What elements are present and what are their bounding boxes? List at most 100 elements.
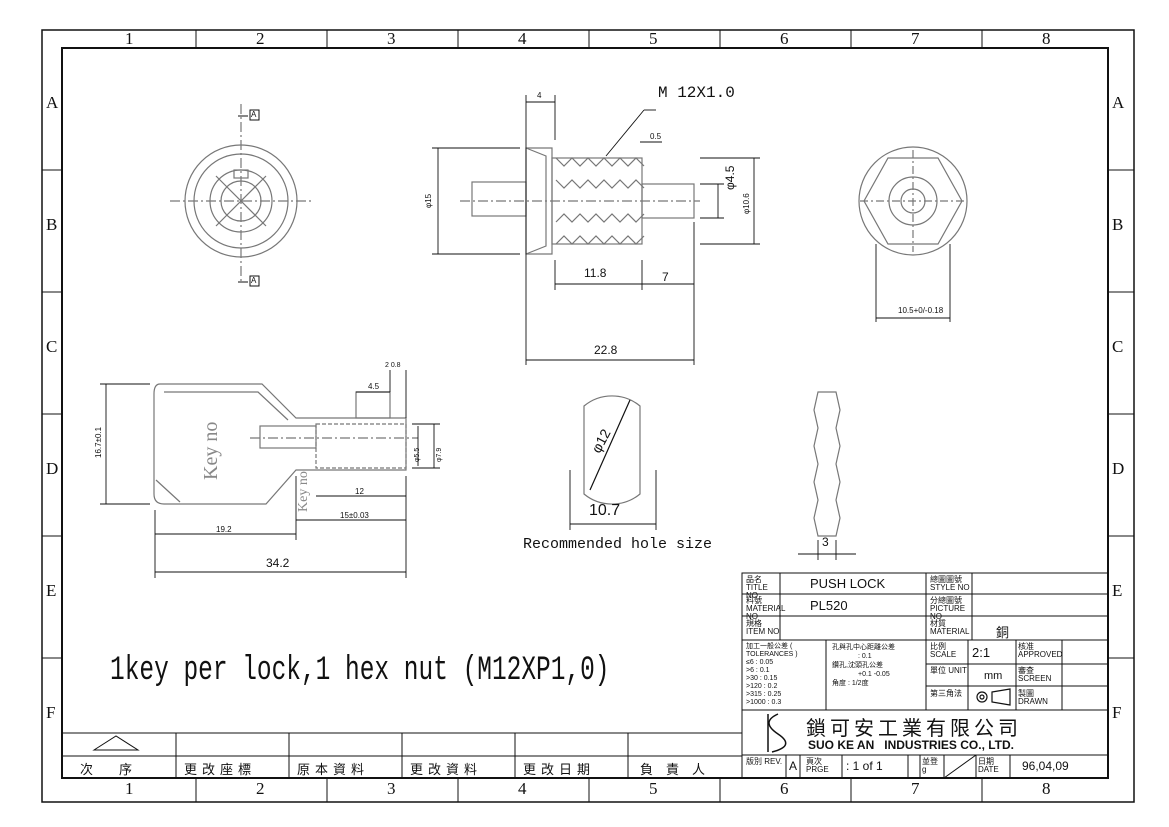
page-value: : 1 of 1 bbox=[846, 759, 883, 773]
hex-dim-3: 3 bbox=[822, 535, 829, 549]
outer-frame bbox=[41, 29, 1135, 803]
col-marker-2-bottom: 2 bbox=[256, 779, 265, 798]
dim-22-8: 22.8 bbox=[594, 343, 618, 357]
material-label: 材質 MATERIAL bbox=[930, 619, 970, 636]
row-marker-b: B bbox=[46, 215, 58, 234]
col-marker-4: 4 bbox=[518, 29, 527, 48]
unit-value: mm bbox=[984, 670, 1003, 682]
dim-phi-10-6: φ10.6 bbox=[742, 193, 751, 214]
title-block-grid bbox=[741, 572, 1109, 779]
side-view bbox=[460, 147, 700, 255]
bore-tol-title: 鑽孔,沈頭孔公差 bbox=[832, 662, 883, 669]
side-dims bbox=[432, 95, 760, 365]
col-marker-3: 3 bbox=[387, 29, 396, 48]
key-dim-16-7: 16.7±0.1 bbox=[94, 426, 103, 458]
row-ticks bbox=[42, 169, 1134, 659]
section-a-bottom: A bbox=[251, 276, 257, 285]
material-value: 銅 bbox=[996, 625, 1010, 640]
approved-label: 核准 APPROVED bbox=[1018, 642, 1063, 659]
row-marker-d-right: D bbox=[1112, 459, 1125, 478]
hex-nut-view bbox=[813, 391, 841, 537]
rev-header-date: 更改日期 bbox=[523, 762, 596, 777]
end-view bbox=[858, 146, 968, 256]
company-name-cn: 鎖可安工業有限公司 bbox=[806, 716, 1022, 740]
dim-phi-4-5: φ4.5 bbox=[723, 165, 737, 190]
row-marker-b-right: B bbox=[1112, 215, 1124, 234]
key-dim-phi-5-5: φ5.5 bbox=[414, 447, 421, 462]
tolerance-row: >30 : 0.15 bbox=[746, 675, 778, 682]
date-value: 96,04,09 bbox=[1022, 759, 1069, 773]
rev-label: 版別 REV. bbox=[746, 757, 783, 766]
projection-symbol-icon bbox=[976, 688, 1011, 706]
scale-label: 比例 SCALE bbox=[930, 642, 957, 659]
page-label: 頁次 PRGE bbox=[806, 757, 829, 774]
tolerance-title: 加工一般公差 ( TOLERANCES ) bbox=[746, 643, 798, 658]
tolerance-block: 加工一般公差 ( TOLERANCES ) ≤6 : 0.05 >6 : 0.1… bbox=[746, 643, 826, 707]
end-dims bbox=[875, 244, 951, 322]
row-marker-a-right: A bbox=[1112, 93, 1125, 112]
section-a-top: A bbox=[251, 110, 257, 119]
inner-frame bbox=[61, 47, 1109, 779]
package-note: 1key per lock,1 hex nut (M12XP1,0) bbox=[110, 652, 610, 690]
col-marker-6-bottom: 6 bbox=[780, 779, 789, 798]
col-marker-6: 6 bbox=[780, 29, 789, 48]
drawn-label: 製圖 DRAWN bbox=[1018, 689, 1048, 706]
company-logo-icon bbox=[767, 713, 787, 753]
hole-caption: Recommended hole size bbox=[523, 536, 713, 553]
hole-dim-10-7: 10.7 bbox=[589, 502, 621, 519]
key-dims bbox=[100, 370, 440, 578]
row-marker-a: A bbox=[46, 93, 59, 112]
row-marker-c-right: C bbox=[1112, 337, 1124, 356]
col-marker-7: 7 bbox=[911, 29, 920, 48]
hole-tol-value: : 0.1 bbox=[858, 653, 872, 660]
hole-tol-title: 孔與孔中心距離公差 bbox=[832, 644, 895, 651]
key-dim-12: 12 bbox=[355, 487, 364, 496]
col-marker-2: 2 bbox=[256, 29, 265, 48]
dim-11-8: 11.8 bbox=[584, 266, 607, 280]
thread-label: M 12X1.0 bbox=[658, 84, 735, 102]
rev-header-original: 原本資料 bbox=[297, 762, 370, 777]
material-no-label: 料號 MATERIAL NO bbox=[746, 596, 786, 621]
dim-7: 7 bbox=[662, 270, 669, 284]
row-marker-e: E bbox=[46, 581, 57, 600]
row-marker-f-right: F bbox=[1112, 703, 1122, 722]
angle-tol: 角度 : 1/2度 bbox=[832, 680, 869, 687]
picture-label: 分總圖號 PICTURE NO bbox=[930, 596, 966, 621]
key-engraving-text: Key no bbox=[200, 421, 222, 480]
hex-dims bbox=[798, 540, 856, 560]
tolerance-row: >6 : 0.1 bbox=[746, 667, 770, 674]
dim-4: 4 bbox=[537, 91, 542, 100]
screen-label: 審查 SCREEN bbox=[1018, 666, 1052, 683]
tolerance-row: >120 : 0.2 bbox=[746, 683, 778, 690]
key-engraving-text-2: Key no bbox=[296, 471, 311, 512]
item-label: 規格 ITEM NO bbox=[746, 619, 780, 636]
tolerance-row: ≤6 : 0.05 bbox=[746, 659, 774, 666]
key-dim-4-5: 4.5 bbox=[368, 382, 380, 391]
col-marker-4-bottom: 4 bbox=[518, 779, 527, 798]
dim-0-5: 0.5 bbox=[650, 132, 662, 141]
key-view bbox=[153, 383, 418, 505]
g-label: 並登 g bbox=[922, 757, 938, 774]
row-marker-e-right: E bbox=[1112, 581, 1123, 600]
bore-tol-value: +0.1 -0.05 bbox=[858, 671, 890, 678]
tolerance-row: >315 : 0.25 bbox=[746, 691, 782, 698]
title-label: 品名 TITLE NO bbox=[746, 575, 768, 600]
hole-dims bbox=[569, 470, 657, 530]
key-dim-phi-7-9: φ7.9 bbox=[436, 447, 443, 462]
row-marker-d: D bbox=[46, 459, 59, 478]
unit-label: 單位 UNIT bbox=[930, 666, 967, 675]
row-marker-f: F bbox=[46, 703, 56, 722]
key-dim-19-2: 19.2 bbox=[216, 525, 232, 534]
key-dim-34-2: 34.2 bbox=[266, 556, 290, 570]
tolerance-row: >1000 : 0.3 bbox=[746, 699, 782, 706]
col-marker-1-bottom: 1 bbox=[125, 779, 134, 798]
rev-value: A bbox=[789, 759, 798, 773]
company-name-en: SUO KE AN INDUSTRIES CO., LTD. bbox=[808, 738, 1015, 752]
hole-tolerance-block: 孔與孔中心距離公差 : 0.1 鑽孔,沈頭孔公差 +0.1 -0.05 角度 :… bbox=[832, 643, 924, 688]
section-marks bbox=[238, 109, 260, 287]
key-dim-2-0-8: 2 0.8 bbox=[385, 362, 401, 369]
revision-grid bbox=[62, 732, 742, 778]
title-value: PUSH LOCK bbox=[810, 576, 886, 591]
row-marker-c: C bbox=[46, 337, 58, 356]
